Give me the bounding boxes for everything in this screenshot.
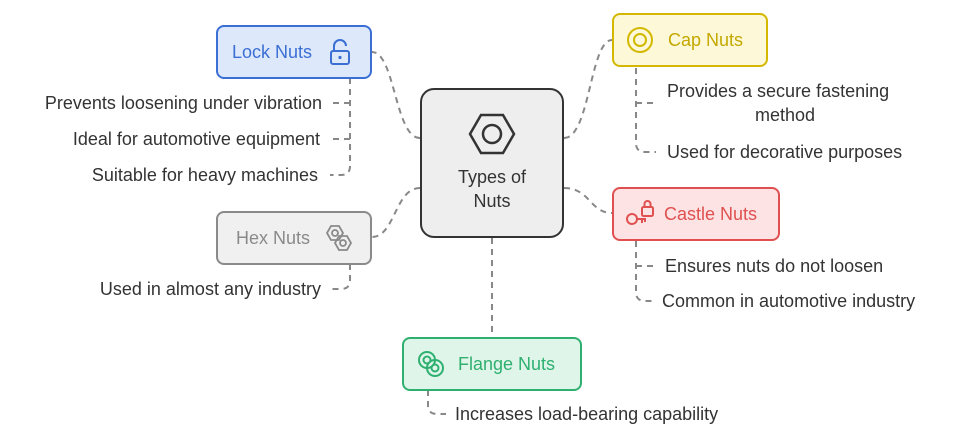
lock-item-3: Suitable for heavy machines (91, 165, 318, 185)
hex-pair-icon (324, 223, 354, 253)
key-lock-icon (624, 199, 656, 229)
lock-nuts-label: Lock Nuts (232, 41, 313, 62)
hex-nut-icon (468, 113, 516, 155)
link-castle-items (635, 241, 656, 302)
hex-nuts-node: Hex Nuts (216, 211, 372, 265)
lock-nuts-node: Lock Nuts (216, 25, 372, 79)
flange-nuts-label: Flange Nuts (458, 353, 556, 374)
lock-item-1: Prevents loosening under vibration (44, 93, 322, 113)
cap-item-1-line2: method (755, 105, 816, 125)
circle-target-icon (626, 26, 654, 54)
cap-item-2: Used for decorative purposes (667, 142, 903, 162)
cap-nuts-label: Cap Nuts (668, 29, 744, 50)
castle-nuts-label: Castle Nuts (664, 203, 758, 224)
castle-item-1: Ensures nuts do not loosen (665, 256, 884, 276)
center-title-line2: Nuts (473, 191, 511, 211)
cap-item-1-line1: Provides a secure fastening (667, 81, 890, 101)
link-center-lock (371, 51, 421, 139)
lock-item-2: Ideal for automotive equipment (72, 129, 320, 149)
castle-nuts-node: Castle Nuts (612, 187, 780, 241)
castle-item-2: Common in automotive industry (662, 291, 916, 311)
link-hex-items (330, 264, 351, 290)
hex-nuts-label: Hex Nuts (236, 227, 311, 248)
center-title-line1: Types of (457, 167, 527, 187)
link-lock-items (330, 78, 351, 176)
link-flange-items (427, 390, 446, 415)
rings-icon (416, 349, 446, 379)
center-node-types-of-nuts: Types of Nuts (420, 88, 564, 238)
link-center-cap (563, 39, 613, 139)
hex-item-1: Used in almost any industry (99, 279, 321, 299)
unlock-icon (328, 38, 352, 66)
link-center-hex (371, 187, 421, 238)
link-center-castle (563, 187, 613, 214)
flange-item-1: Increases load-bearing capability (455, 404, 719, 424)
cap-nuts-node: Cap Nuts (612, 13, 768, 67)
flange-nuts-node: Flange Nuts (402, 337, 582, 391)
link-cap-items (635, 68, 656, 153)
